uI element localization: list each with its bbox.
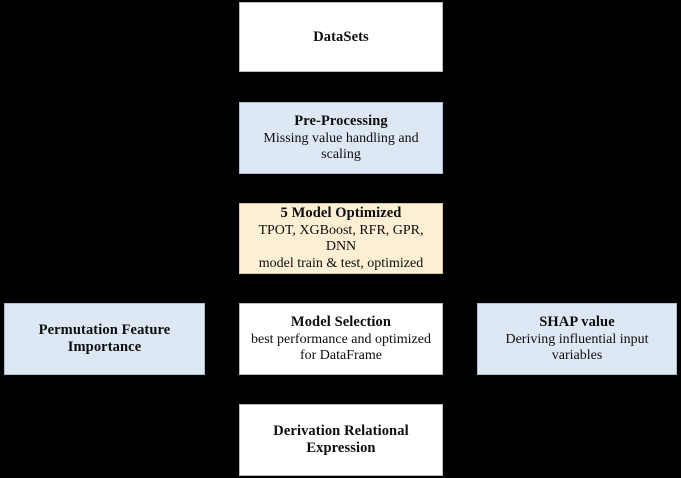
node-model-selection-title: Model Selection: [290, 313, 392, 330]
node-preprocessing-title: Pre-Processing: [294, 112, 388, 129]
node-model-selection[interactable]: Model Selection best performance and opt…: [239, 303, 443, 375]
node-model-optimized-subtitle: TPOT, XGBoost, RFR, GPR, DNN model train…: [258, 223, 424, 271]
node-permutation-feature-importance[interactable]: Permutation Feature Importance: [4, 303, 205, 375]
node-datasets-title: DataSets: [313, 28, 369, 45]
node-model-optimized-title: 5 Model Optimized: [280, 205, 402, 222]
node-derivation-title: Derivation Relational Expression: [273, 423, 409, 456]
node-shap-value[interactable]: SHAP value Deriving influential input va…: [477, 303, 677, 375]
node-shap-title: SHAP value: [539, 313, 615, 330]
node-shap-subtitle: Deriving influential input variables: [505, 331, 649, 363]
node-preprocessing-subtitle: Missing value handling and scaling: [263, 130, 419, 162]
node-model-optimized[interactable]: 5 Model Optimized TPOT, XGBoost, RFR, GP…: [239, 203, 443, 274]
node-permutation-title: Permutation Feature Importance: [38, 322, 171, 355]
node-preprocessing[interactable]: Pre-Processing Missing value handling an…: [239, 102, 443, 174]
node-datasets[interactable]: DataSets: [239, 2, 443, 72]
node-derivation[interactable]: Derivation Relational Expression: [239, 404, 443, 476]
node-model-selection-subtitle: best performance and optimized for DataF…: [251, 331, 431, 363]
